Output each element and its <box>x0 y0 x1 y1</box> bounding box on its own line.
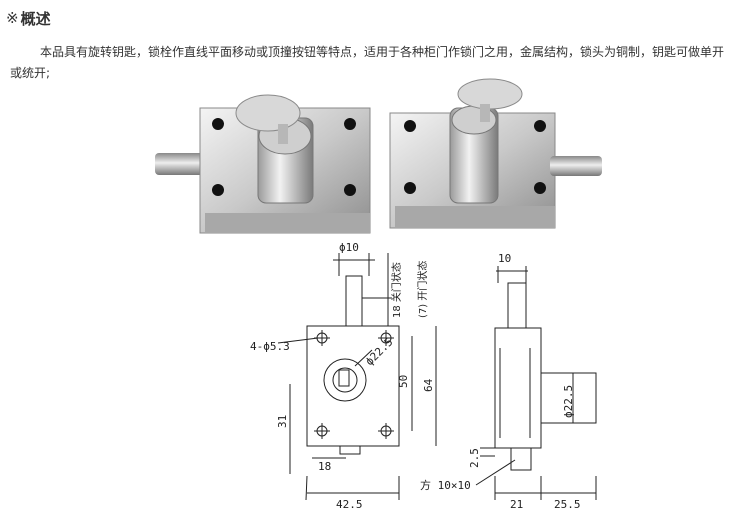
lock-base-left <box>205 213 370 233</box>
lock-base-right <box>395 206 555 228</box>
dim-cylinder-len: 25.5 <box>554 498 581 511</box>
dim-square: 方 10×10 <box>420 478 471 492</box>
product-description: 本品具有旋转钥匙，锁栓作直线平面移动或顶撞按钮等特点，适用于各种柜门作锁门之用，… <box>10 42 725 84</box>
screw-hole-icon <box>404 182 416 194</box>
key-bow-left-icon <box>235 94 301 132</box>
screw-hole-icon <box>344 118 356 130</box>
lock-product-photo <box>155 78 602 234</box>
dim-cylinder-front: ϕ22.5 <box>363 336 396 369</box>
key-blade-right <box>480 104 490 122</box>
dim-closed-state: 18 关门状态 <box>390 262 403 318</box>
dim-depth: 21 <box>510 498 523 511</box>
side-body <box>494 327 542 449</box>
bolt-left <box>155 153 205 175</box>
side-cylinder <box>540 372 597 424</box>
dim-holes: 4-ϕ5.3 <box>250 340 290 353</box>
section-header: ※ 概述 <box>6 6 51 30</box>
dim-side-cylinder: ϕ22.5 <box>562 385 575 418</box>
bolt-right <box>550 156 602 176</box>
dim-width: 42.5 <box>336 498 363 511</box>
screw-hole-icon <box>534 120 546 132</box>
screw-hole-icon <box>534 182 546 194</box>
section-title: 概述 <box>20 9 51 28</box>
screw-hole-icon <box>212 118 224 130</box>
dim-side-bolt-width: 10 <box>498 252 511 265</box>
front-view <box>277 253 437 501</box>
dim-side-offset: 2.5 <box>468 448 481 468</box>
screw-hole-icon <box>212 184 224 196</box>
description-text: 本品具有旋转钥匙，锁栓作直线平面移动或顶撞按钮等特点，适用于各种柜门作锁门之用，… <box>10 45 725 80</box>
front-bolt <box>345 275 363 327</box>
lock-right <box>389 78 602 229</box>
front-cylinder <box>323 358 367 402</box>
side-bolt <box>507 282 527 329</box>
dim-height: 64 <box>422 378 435 392</box>
dim-open-state: (7) 开门状态 <box>416 261 429 318</box>
dim-hole-spacing-v: 50 <box>397 375 410 388</box>
reference-mark-icon: ※ <box>6 9 19 27</box>
screw-hole-icon <box>404 120 416 132</box>
dim-hole-spacing-h: 31 <box>276 415 289 428</box>
dim-bolt-offset: 18 <box>318 460 331 473</box>
dim-bolt-diameter: ϕ10 <box>339 241 359 254</box>
side-view <box>475 266 597 500</box>
screw-hole-icon <box>344 184 356 196</box>
key-blade-left <box>278 124 288 144</box>
lock-left <box>155 94 371 234</box>
technical-drawing: ϕ10 18 关门状态 (7) 开门状态 4-ϕ5.3 ϕ22.5 50 64 … <box>250 241 597 511</box>
